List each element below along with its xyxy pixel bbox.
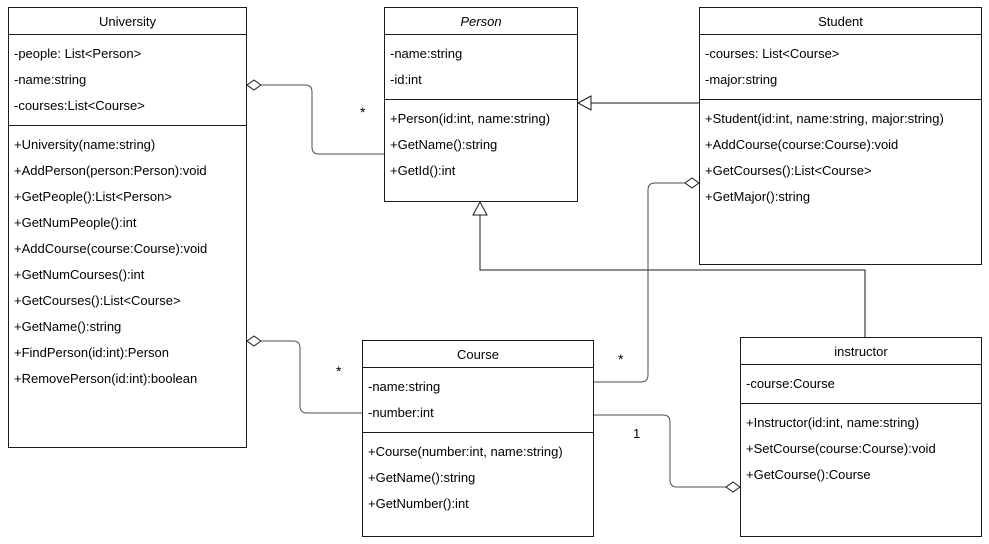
attributes-compartment-person: -name:string -id:int [385, 35, 577, 100]
aggregation-diamond-student-course [684, 177, 700, 189]
method-row: +AddPerson(person:Person):void [14, 163, 207, 178]
attribute-row: -name:string [390, 46, 463, 61]
class-title-student: Student [700, 8, 981, 35]
method-row: +AddCourse(course:Course):void [705, 137, 899, 152]
method-row: +GetNumber():int [368, 496, 469, 511]
method-row: +GetNumCourses():int [14, 267, 145, 282]
method-row: +AddCourse(course:Course):void [14, 241, 208, 256]
method-row: +Student(id:int, name:string, major:stri… [705, 111, 944, 126]
attribute-row: -name:string [14, 72, 87, 87]
attribute-row: -courses:List<Course> [14, 98, 145, 113]
class-title-person: Person [385, 8, 577, 35]
aggregation-diamond-university-person [246, 79, 262, 91]
attributes-compartment-student: -courses: List<Course> -major:string [700, 35, 981, 100]
attributes-compartment-course: -name:string -number:int [363, 368, 593, 433]
method-row: +GetCourses():List<Course> [14, 293, 181, 308]
attribute-row: -name:string [368, 379, 441, 394]
class-title-course: Course [363, 341, 593, 368]
attribute-row: -people: List<Person> [14, 46, 142, 61]
class-title-university: University [9, 8, 246, 35]
method-row: +SetCourse(course:Course):void [746, 441, 936, 456]
attributes-compartment-instructor: -course:Course [741, 365, 981, 404]
method-row: +GetNumPeople():int [14, 215, 137, 230]
methods-compartment-course: +Course(number:int, name:string) +GetNam… [363, 433, 593, 523]
attribute-row: -id:int [390, 72, 422, 87]
class-title-instructor: instructor [741, 338, 981, 365]
method-row: +GetName():string [14, 319, 122, 334]
method-row: +GetId():int [390, 163, 456, 178]
method-row: +Person(id:int, name:string) [390, 111, 551, 126]
methods-compartment-person: +Person(id:int, name:string) +GetName():… [385, 100, 577, 190]
method-row: +Course(number:int, name:string) [368, 444, 563, 459]
multiplicity-university-person: * [360, 104, 366, 120]
method-row: +GetPeople():List<Person> [14, 189, 172, 204]
class-box-student[interactable]: Student -courses: List<Course> -major:st… [699, 7, 982, 265]
aggregation-diamond-course-instructor [725, 481, 741, 493]
class-box-university[interactable]: University -people: List<Person> -name:s… [8, 7, 247, 448]
edge-student-person[interactable] [576, 95, 699, 111]
aggregation-diamond-university-course [246, 335, 262, 347]
attributes-compartment-university: -people: List<Person> -name:string -cour… [9, 35, 246, 126]
method-row: +Instructor(id:int, name:string) [746, 415, 920, 430]
attribute-row: -course:Course [746, 376, 835, 391]
method-row: +GetName():string [390, 137, 498, 152]
class-box-instructor[interactable]: instructor -course:Course +Instructor(id… [740, 337, 982, 537]
methods-compartment-instructor: +Instructor(id:int, name:string) +SetCou… [741, 404, 981, 494]
methods-compartment-student: +Student(id:int, name:string, major:stri… [700, 100, 981, 216]
class-box-person[interactable]: Person -name:string -id:int +Person(id:i… [384, 7, 578, 202]
attribute-row: -major:string [705, 72, 778, 87]
edge-university-course[interactable] [246, 335, 362, 414]
method-row: +GetName():string [368, 470, 476, 485]
method-row: +GetCourse():Course [746, 467, 871, 482]
multiplicity-university-course: * [336, 363, 342, 379]
method-row: +FindPerson(id:int):Person [14, 345, 169, 360]
multiplicity-student-course: * [618, 351, 624, 367]
method-row: +RemovePerson(id:int):boolean [14, 371, 198, 386]
method-row: +GetMajor():string [705, 189, 811, 204]
edge-course-instructor[interactable] [594, 414, 741, 493]
generalization-triangle-student [576, 95, 592, 111]
generalization-triangle-instructor [472, 200, 488, 216]
method-row: +GetCourses():List<Course> [705, 163, 872, 178]
multiplicity-course-instructor: 1 [633, 426, 641, 441]
edge-student-course[interactable] [594, 177, 700, 383]
attribute-row: -number:int [368, 405, 434, 420]
attribute-row: -courses: List<Course> [705, 46, 840, 61]
class-box-course[interactable]: Course -name:string -number:int +Course(… [362, 340, 594, 537]
method-row: +University(name:string) [14, 137, 156, 152]
methods-compartment-university: +University(name:string) +AddPerson(pers… [9, 126, 246, 398]
